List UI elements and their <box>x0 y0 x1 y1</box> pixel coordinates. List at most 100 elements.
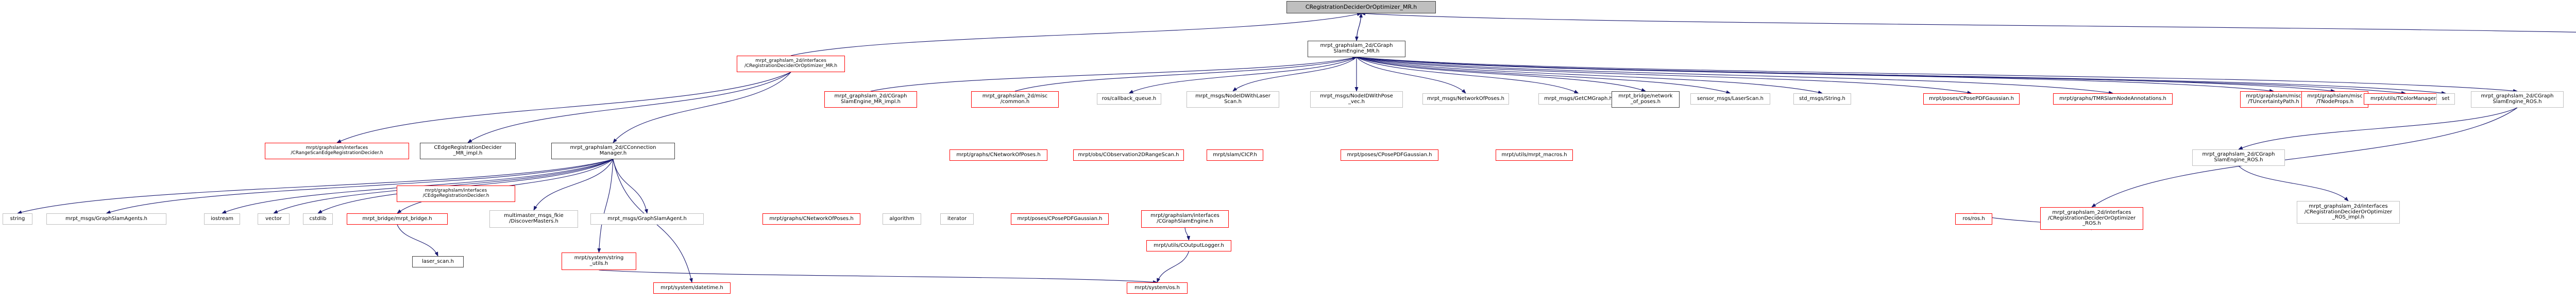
graph-node-n41[interactable]: iterator <box>940 213 974 225</box>
graph-node-n16[interactable]: mrpt/graphslam/misc /TUncertaintyPath.h <box>2240 91 2307 108</box>
graph-node-label: CEdgeRegistrationDecider _MR_impl.h <box>434 145 502 156</box>
graph-node-n49[interactable]: mrpt/utils/COutputLogger.h <box>1146 240 1231 251</box>
graph-node-label: std_msgs/String.h <box>1799 95 1845 102</box>
graph-node-label: ros/callback_queue.h <box>1101 95 1157 102</box>
graph-node-label: mrpt_msgs/GraphSlamAgent.h <box>607 215 687 222</box>
graph-edge <box>1356 57 2446 95</box>
graph-node-n48[interactable]: mrpt_graphslam_2d/interfaces /CRegistrat… <box>2040 207 2143 230</box>
graph-node-n19[interactable]: set <box>2436 93 2455 105</box>
graph-node-n13[interactable]: std_msgs/String.h <box>1793 93 1851 105</box>
graph-node-label: multimaster_msgs_fkie /DiscoverMasters.h <box>504 213 564 224</box>
graph-node-label: mrpt_graphslam_2d/interfaces /CRegistrat… <box>744 58 838 69</box>
graph-node-label: mrpt_graphslam_2d/interfaces /CRegistrat… <box>2047 209 2136 227</box>
graph-node-n29[interactable]: mrpt/utils/mrpt_macros.h <box>1496 149 1573 161</box>
graph-node-label: mrpt/utils/mrpt_macros.h <box>1501 152 1567 158</box>
graph-node-n42[interactable]: mrpt/poses/CPosePDFGaussian.h <box>1011 213 1109 225</box>
graph-node-label: mrpt/graphs/TMRSlamNodeAnnotations.h <box>2059 95 2166 102</box>
graph-edge <box>1356 57 2518 93</box>
graph-node-n23[interactable]: mrpt_graphslam_2d/CConnection Manager.h <box>551 143 675 159</box>
graph-node-n26[interactable]: mrpt/obs/CObservation2DRangeScan.h <box>1073 149 1184 161</box>
graph-node-n1[interactable]: mrpt_graphslam_2d/CGraph SlamEngine_MR.h <box>1308 41 1405 57</box>
graph-edge <box>790 12 1362 56</box>
graph-edge <box>599 270 1158 284</box>
graph-edge <box>1356 57 1972 95</box>
graph-node-label: mrpt_graphslam_2d/CGraph SlamEngine_ROS.… <box>2481 93 2554 105</box>
graph-node-label: mrpt_graphslam_2d/CGraph SlamEngine_MR_i… <box>834 93 907 105</box>
graph-node-n50[interactable]: laser_scan.h <box>412 256 464 267</box>
graph-node-label: mrpt_msgs/GetCMGraph.h <box>1544 95 1613 102</box>
graph-node-n17[interactable]: mrpt/graphslam/misc /TNodeProps.h <box>2301 91 2368 108</box>
graph-node-n15[interactable]: mrpt/graphs/TMRSlamNodeAnnotations.h <box>2053 93 2173 105</box>
graph-node-n25[interactable]: mrpt/graphs/CNetworkOfPoses.h <box>950 149 1047 161</box>
graph-node-label: mrpt_bridge/mrpt_bridge.h <box>362 215 432 222</box>
graph-node-n43[interactable]: mrpt/graphslam/interfaces /CGraphSlamEng… <box>1141 210 1229 228</box>
graph-edge <box>106 159 614 214</box>
graph-node-n36[interactable]: mrpt_bridge/mrpt_bridge.h <box>347 213 448 225</box>
graph-node-n21[interactable]: mrpt/graphslam/interfaces /CRangeScanEdg… <box>265 143 409 159</box>
graph-edge <box>336 72 791 143</box>
graph-node-n4[interactable]: mrpt_graphslam_2d/CGraph SlamEngine_MR_i… <box>824 91 917 108</box>
graph-node-n7[interactable]: mrpt_msgs/NodeIDWithLaser Scan.h <box>1187 91 1279 108</box>
graph-node-label: cstdlib <box>309 215 327 222</box>
graph-node-label: mrpt_graphslam_2d/CGraph SlamEngine_ROS.… <box>2202 152 2275 163</box>
graph-edge <box>1354 13 1362 41</box>
graph-node-n27[interactable]: mrpt/slam/CICP.h <box>1207 149 1263 161</box>
graph-node-n53[interactable]: mrpt/system/os.h <box>1127 282 1188 294</box>
graph-node-n38[interactable]: mrpt_msgs/GraphSlamAgent.h <box>590 213 704 225</box>
graph-node-n8[interactable]: mrpt_msgs/NodeIDWithPose _vec.h <box>1310 91 1403 108</box>
graph-node-label: mrpt/slam/CICP.h <box>1213 152 1257 158</box>
graph-edge <box>1356 57 1646 92</box>
graph-node-n35[interactable]: cstdlib <box>303 213 333 225</box>
graph-node-n3[interactable]: mrpt_graphslam_2d/interfaces /CRegistrat… <box>737 56 845 72</box>
graph-node-label: algorithm <box>889 215 914 222</box>
graph-node-label: mrpt_msgs/NetworkOfPoses.h <box>1427 95 1505 102</box>
graph-node-n45[interactable]: mrpt_graphslam_2d/CGraph SlamEngine_ROS.… <box>2192 149 2285 166</box>
graph-node-n18[interactable]: mrpt/utils/TColorManager.h <box>2364 93 2447 105</box>
graph-edge <box>397 224 438 257</box>
graph-node-n34[interactable]: vector <box>258 213 290 225</box>
graph-node-label: ros/ros.h <box>1962 215 1985 222</box>
graph-node-label: mrpt/poses/CPosePDFGaussian.h <box>1929 95 2014 102</box>
graph-node-n30[interactable]: mrpt/graphslam/interfaces /CEdgeRegistra… <box>397 186 515 202</box>
graph-node-n40[interactable]: algorithm <box>883 213 921 225</box>
graph-node-n32[interactable]: mrpt_msgs/GraphSlamAgents.h <box>46 213 166 225</box>
graph-node-n6[interactable]: ros/callback_queue.h <box>1097 93 1161 105</box>
graph-node-n10[interactable]: mrpt_msgs/GetCMGraph.h <box>1538 93 1618 105</box>
graph-node-n28[interactable]: mrpt/poses/CPosePDFGaussian.h <box>1341 149 1438 161</box>
graph-node-label: vector <box>265 215 282 222</box>
graph-node-label: mrpt/system/datetime.h <box>660 284 723 291</box>
graph-node-n0[interactable]: CRegistrationDeciderOrOptimizer_MR.h <box>1286 1 1436 13</box>
graph-edge <box>1356 57 2274 93</box>
graph-node-n33[interactable]: iostream <box>204 213 240 225</box>
graph-node-n22[interactable]: CEdgeRegistrationDecider _MR_impl.h <box>420 143 516 159</box>
graph-node-n20[interactable]: mrpt_graphslam_2d/CGraph SlamEngine_ROS.… <box>2471 91 2564 108</box>
graph-node-n37[interactable]: multimaster_msgs_fkie /DiscoverMasters.h <box>489 210 578 228</box>
graph-edge <box>467 72 791 143</box>
graph-node-n14[interactable]: mrpt/poses/CPosePDFGaussian.h <box>1923 93 2020 105</box>
graph-edge <box>533 159 614 211</box>
graph-edge <box>1356 57 1579 94</box>
graph-node-n47[interactable]: ros/ros.h <box>1955 213 1992 225</box>
graph-node-label: sensor_msgs/LaserScan.h <box>1697 95 1764 102</box>
graph-node-label: laser_scan.h <box>421 258 454 264</box>
graph-node-label: mrpt/graphs/CNetworkOfPoses.h <box>956 152 1041 158</box>
graph-node-n31[interactable]: string <box>3 213 32 225</box>
graph-node-n46[interactable]: mrpt_graphslam_2d/interfaces /CRegistrat… <box>2297 201 2400 224</box>
graph-edge <box>1356 13 1363 41</box>
graph-node-n11[interactable]: mrpt_bridge/network _of_poses.h <box>1612 91 1680 108</box>
graph-edge <box>2091 107 2518 208</box>
graph-node-label: mrpt/utils/COutputLogger.h <box>1154 242 1224 248</box>
graph-edge <box>1232 57 1357 92</box>
graph-node-label: mrpt_msgs/NodeIDWithLaser Scan.h <box>1195 93 1270 105</box>
graph-edge <box>1184 227 1191 241</box>
graph-node-n39[interactable]: mrpt/graphs/CNetworkOfPoses.h <box>762 213 860 225</box>
graph-node-n5[interactable]: mrpt_graphslam_2d/misc /common.h <box>971 91 1059 108</box>
graph-node-n51[interactable]: mrpt/system/string _utils.h <box>562 252 636 270</box>
graph-edge <box>1128 57 1357 94</box>
graph-node-label: mrpt_graphslam_2d/CGraph SlamEngine_MR.h <box>1320 43 1393 54</box>
graph-node-n9[interactable]: mrpt_msgs/NetworkOfPoses.h <box>1422 93 1509 105</box>
graph-node-n52[interactable]: mrpt/system/datetime.h <box>653 282 731 294</box>
graph-node-n12[interactable]: sensor_msgs/LaserScan.h <box>1690 93 1770 105</box>
graph-edge <box>1356 57 2335 93</box>
